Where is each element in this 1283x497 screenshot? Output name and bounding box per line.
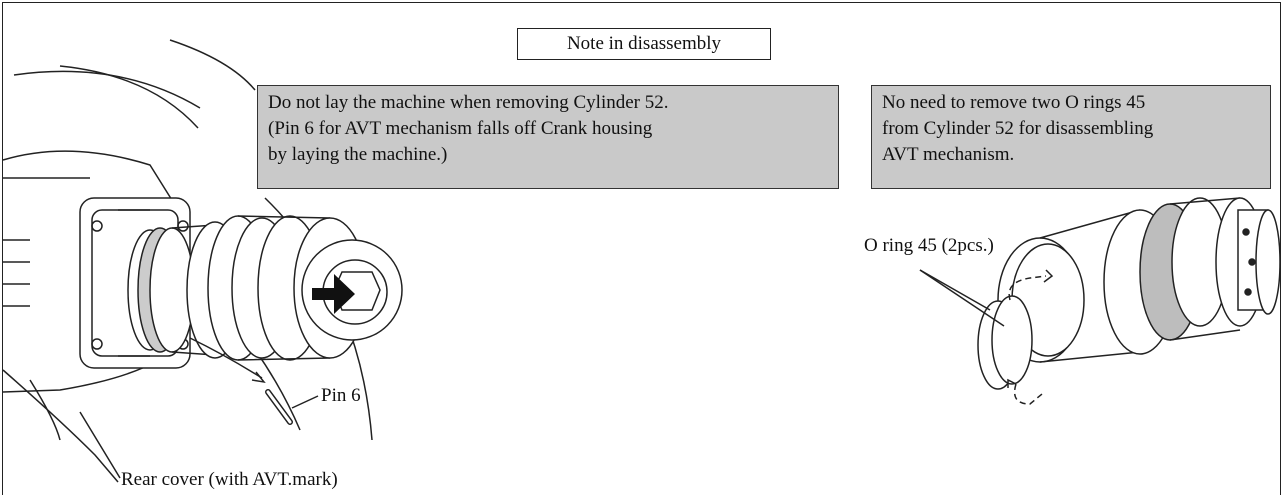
o-ring-label: O ring 45 (2pcs.): [864, 235, 994, 256]
motion-arc: [13, 70, 201, 109]
motion-arc: [169, 39, 256, 91]
cylinder-drawing-right: [997, 197, 1281, 363]
rear-cover-leader: [79, 411, 121, 479]
caution-note-right: No need to remove two O rings 45 from Cy…: [871, 85, 1271, 189]
caution-note-left: Do not lay the machine when removing Cyl…: [257, 85, 839, 189]
push-arrow-icon: [312, 274, 355, 314]
o-rings-drawing: [919, 269, 1054, 405]
motion-arc: [59, 65, 199, 129]
rear-cover-label: Rear cover (with AVT.mark): [121, 469, 338, 490]
figure-title: Note in disassembly: [517, 28, 771, 60]
pin-6-drawing: [189, 337, 319, 425]
cylinder-drawing-left: [127, 215, 403, 361]
pin-label: Pin 6: [321, 385, 361, 406]
